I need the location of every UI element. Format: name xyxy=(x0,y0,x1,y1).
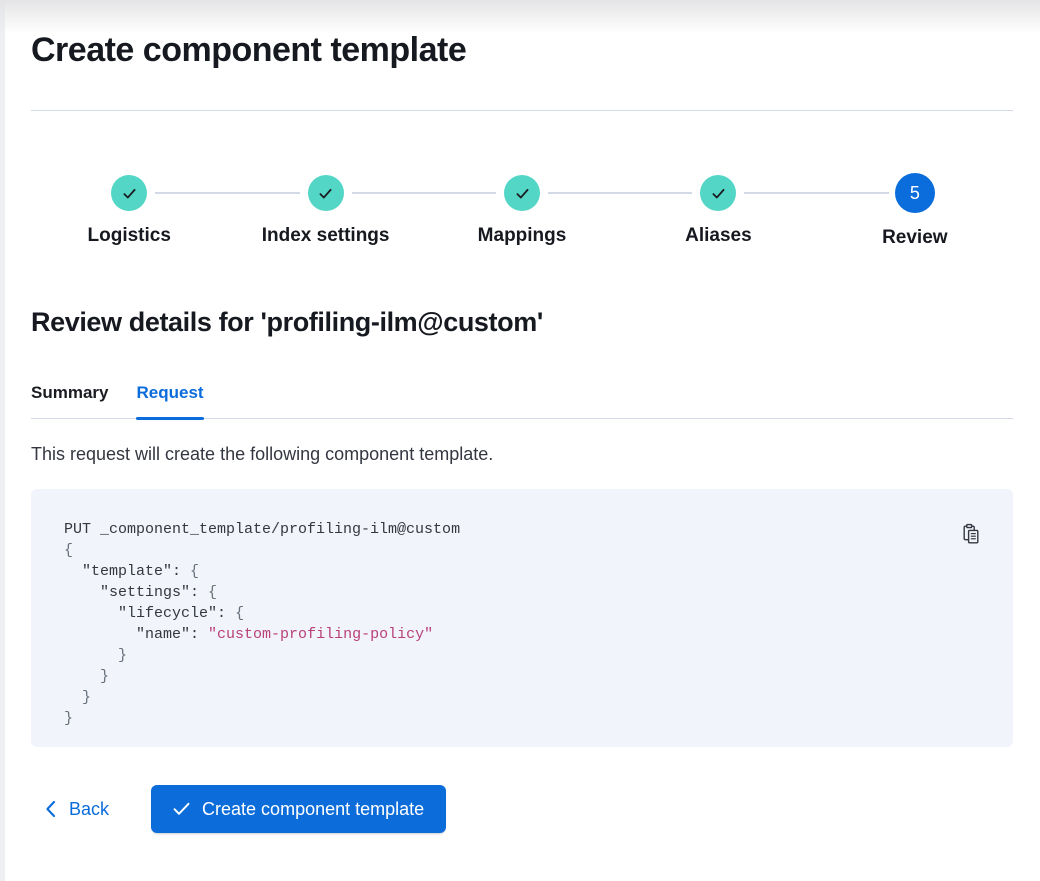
back-button-label: Back xyxy=(69,798,110,819)
left-edge-strip xyxy=(0,0,5,881)
copy-clipboard-icon[interactable] xyxy=(961,523,981,545)
step-logistics[interactable]: Logistics xyxy=(31,175,228,249)
step-aliases[interactable]: Aliases xyxy=(620,175,818,249)
step-label: Aliases xyxy=(685,225,752,246)
step-label: Logistics xyxy=(87,225,171,246)
step-complete-check-icon xyxy=(307,175,344,211)
step-index-settings[interactable]: Index settings xyxy=(227,175,425,249)
back-button[interactable]: Back xyxy=(44,799,109,820)
step-number-badge: 5 xyxy=(894,173,935,213)
check-icon xyxy=(173,802,190,816)
page-title: Create component template xyxy=(31,31,467,69)
request-code-block: PUT _component_template/profiling-ilm@cu… xyxy=(31,489,1013,747)
review-heading: Review details for 'profiling-ilm@custom… xyxy=(31,307,543,337)
chevron-left-icon xyxy=(44,800,57,818)
step-mappings[interactable]: Mappings xyxy=(423,175,621,249)
step-label: Index settings xyxy=(261,225,390,246)
tab-summary[interactable]: Summary xyxy=(31,383,109,402)
request-description: This request will create the following c… xyxy=(31,444,494,464)
step-complete-check-icon xyxy=(504,175,541,211)
code-content: PUT _component_template/profiling-ilm@cu… xyxy=(64,521,461,727)
step-label: Review xyxy=(882,227,948,248)
step-label: Mappings xyxy=(477,225,567,246)
step-complete-check-icon xyxy=(111,175,148,211)
title-divider xyxy=(31,110,1013,111)
create-component-template-button[interactable]: Create component template xyxy=(151,785,447,833)
submit-button-label: Create component template xyxy=(202,798,425,819)
tab-request[interactable]: Request xyxy=(136,383,204,420)
footer-actions: Back Create component template xyxy=(31,785,1013,833)
step-complete-check-icon xyxy=(700,175,737,211)
create-component-template-page: Create component template Logistics Index… xyxy=(31,0,1013,833)
review-tabs: Summary Request xyxy=(31,383,1013,420)
